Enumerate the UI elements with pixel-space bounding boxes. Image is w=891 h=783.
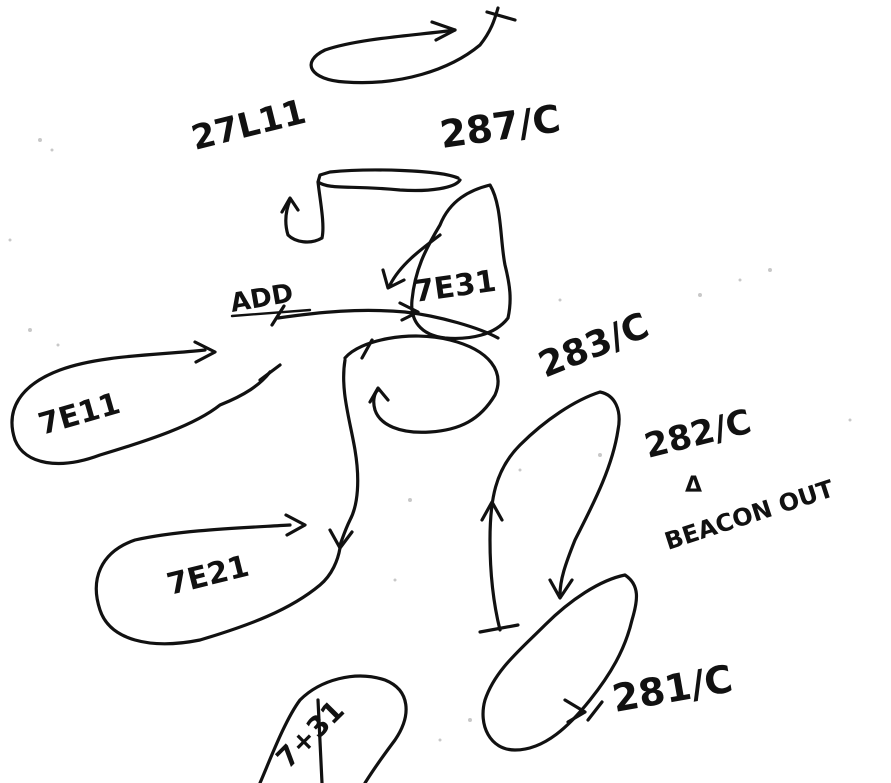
blob-7e11-tick	[258, 363, 282, 382]
left-trunk	[338, 358, 360, 547]
top-loop-arrowhead	[430, 20, 457, 42]
label-triangle: Δ	[685, 473, 702, 498]
paper-noise	[8, 138, 852, 742]
label-7e31: 7E31	[411, 264, 498, 310]
blob-7e21	[94, 523, 342, 646]
top-loop	[309, 6, 500, 85]
s-track	[284, 168, 462, 244]
add-line	[276, 308, 500, 340]
blob-7e11	[10, 348, 272, 466]
blob-281-tick	[586, 700, 604, 722]
arrow-to-7e31	[388, 233, 442, 287]
label-283c: 283/C	[533, 305, 655, 386]
blob-282-arrow-down	[548, 578, 574, 600]
blob-282	[488, 390, 621, 632]
blob-7e11-arrow	[193, 340, 217, 364]
label-287c: 287/C	[437, 96, 563, 156]
blob-bottom-slash	[316, 698, 324, 783]
blob-281-arrow	[563, 698, 587, 724]
blob-bottom	[258, 674, 408, 783]
blob-283-arrowhead	[368, 386, 390, 404]
blob-281	[481, 573, 638, 752]
label-282c: 282/C	[641, 402, 756, 467]
label-7e21: 7E21	[163, 549, 252, 603]
arrow-to-7e31-head	[381, 268, 406, 290]
add-underline	[230, 308, 312, 318]
central-tick	[360, 338, 374, 360]
blob-282-arrow-up	[480, 500, 504, 522]
blob-7e21-arrow	[284, 513, 307, 537]
add-tick	[270, 304, 286, 327]
label-281c: 281/C	[609, 657, 736, 721]
top-loop-tick	[485, 10, 517, 22]
label-27l11: 27L11	[188, 92, 311, 159]
blob-283	[343, 334, 500, 434]
s-track-arrowhead	[280, 196, 300, 214]
add-arrow	[398, 301, 420, 322]
right-tick	[478, 623, 520, 634]
label-7e11: 7E11	[35, 386, 125, 443]
